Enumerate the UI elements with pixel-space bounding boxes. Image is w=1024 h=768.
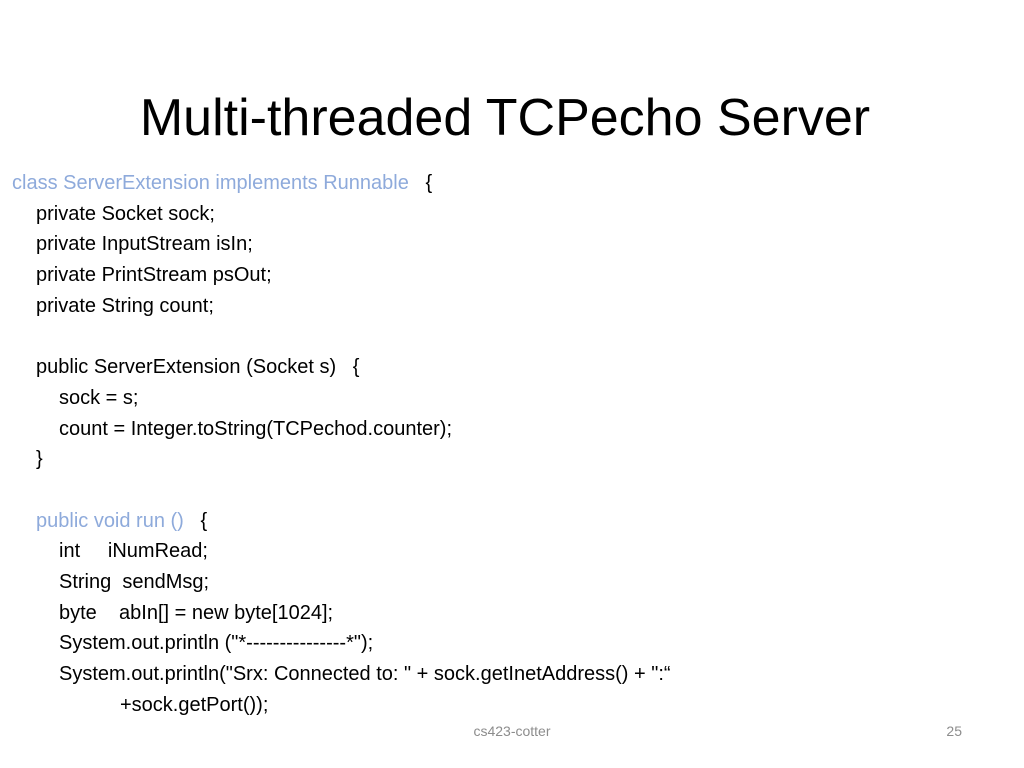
code-keyword: class ServerExtension implements Runnabl…	[12, 172, 409, 194]
code-keyword: public void run ()	[36, 509, 184, 532]
code-line: private InputStream isIn;	[36, 233, 253, 256]
code-line: byte abIn[] = new byte[1024];	[59, 601, 334, 624]
code-text: {	[408, 172, 433, 194]
code-line: +sock.getPort());	[120, 693, 269, 716]
code-line-class-decl: class ServerExtension implements Runnabl…	[12, 168, 1012, 199]
footer-course-label: cs423-cotter	[473, 723, 551, 739]
code-line: private Socket sock;	[36, 202, 215, 225]
code-line: private String count;	[36, 294, 214, 317]
code-line: public ServerExtension (Socket s) {	[36, 356, 360, 379]
code-block: class ServerExtension implements Runnabl…	[12, 168, 1012, 720]
code-line-blank	[12, 321, 1012, 352]
code-text: {	[183, 509, 208, 532]
code-line: System.out.println("Srx: Connected to: "…	[59, 663, 671, 685]
code-line: private PrintStream psOut;	[36, 264, 272, 287]
code-line: String sendMsg;	[59, 570, 210, 593]
code-line: sock = s;	[59, 386, 139, 409]
slide-title: Multi-threaded TCPecho Server	[139, 89, 871, 147]
code-line: System.out.println ("*---------------*")…	[59, 632, 374, 655]
code-line-blank	[12, 475, 1012, 506]
code-line: }	[36, 448, 43, 471]
code-line: int iNumRead;	[59, 540, 208, 563]
footer-page-number: 25	[946, 723, 962, 739]
code-line: count = Integer.toString(TCPechod.counte…	[59, 417, 452, 440]
code-line-run-decl: public void run () {	[12, 506, 1012, 537]
